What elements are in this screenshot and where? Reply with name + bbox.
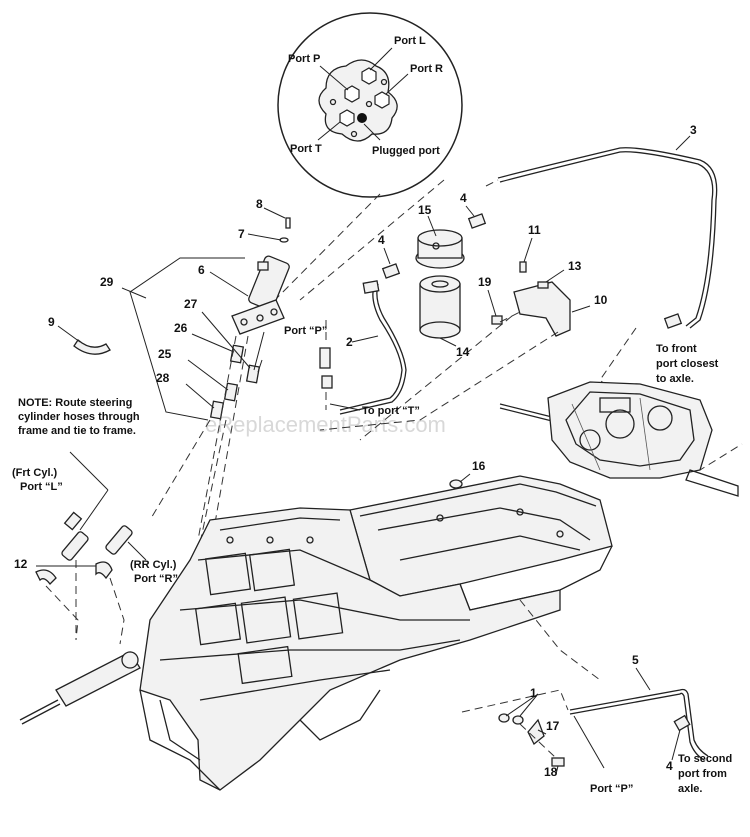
part-12-label: 12 bbox=[14, 557, 28, 571]
part-6-label: 6 bbox=[198, 263, 205, 277]
hose-fitting-right-icon bbox=[105, 525, 133, 555]
part-4-lower-label: 4 bbox=[666, 759, 673, 773]
part-14-label: 14 bbox=[456, 345, 470, 359]
part-2-label: 2 bbox=[346, 335, 353, 349]
part-17-label: 17 bbox=[546, 719, 560, 733]
rr-cyl-line-1: (RR Cyl.) bbox=[130, 559, 177, 571]
frt-cyl-line-1: (Frt Cyl.) bbox=[12, 467, 58, 479]
transaxle-icon bbox=[499, 381, 739, 497]
to-second-line-2: port from bbox=[678, 768, 727, 780]
note-line-2: cylinder hoses through bbox=[18, 411, 140, 423]
to-front-line-1: To front bbox=[656, 343, 697, 355]
part-11-label: 11 bbox=[528, 223, 541, 237]
port-l-label: Port L bbox=[394, 35, 426, 47]
steering-cylinder-icon bbox=[19, 651, 141, 725]
steering-valve-icon bbox=[231, 255, 290, 335]
to-front-line-3: to axle. bbox=[656, 373, 694, 385]
filter-head-icon bbox=[415, 229, 465, 269]
part-28-label: 28 bbox=[156, 371, 170, 385]
clamp-icon bbox=[73, 339, 111, 355]
frame-icon bbox=[139, 475, 613, 791]
part-25-label: 25 bbox=[158, 347, 172, 361]
oil-filter-icon bbox=[419, 275, 461, 339]
part-3-label: 3 bbox=[690, 123, 697, 137]
to-second-line-1: To second bbox=[678, 753, 732, 765]
hose-fitting-left-icon bbox=[61, 511, 89, 561]
note-line-3: frame and tie to frame. bbox=[18, 425, 136, 437]
port-detail: Port P Port L Port R Port T Plugged port bbox=[277, 12, 463, 198]
valve-face-icon bbox=[318, 59, 398, 142]
note-line-1: NOTE: Route steering bbox=[18, 397, 132, 409]
part-16-label: 16 bbox=[472, 459, 486, 473]
to-front-line-2: port closest bbox=[656, 358, 719, 370]
elbow-fitting-icon bbox=[35, 569, 57, 585]
part-9-label: 9 bbox=[48, 315, 55, 329]
port-p-upper-callout: Port “P” bbox=[284, 325, 327, 337]
nut-icon bbox=[449, 479, 463, 489]
port-p-lower-callout: Port “P” bbox=[590, 783, 633, 795]
plugged-port-label: Plugged port bbox=[372, 145, 440, 157]
bracket-icon bbox=[513, 281, 571, 337]
clip-icon bbox=[527, 718, 545, 746]
port-p-label: Port P bbox=[288, 53, 320, 65]
port-r-label: Port R bbox=[410, 63, 443, 75]
frt-cyl-line-2: Port “L” bbox=[20, 481, 63, 493]
part-4-middle-label: 4 bbox=[378, 233, 385, 247]
plugged-port-icon bbox=[357, 113, 367, 123]
part-5-label: 5 bbox=[632, 653, 639, 667]
part-18-label: 18 bbox=[544, 765, 558, 779]
part-1-label: 1 bbox=[530, 686, 537, 700]
part-15-label: 15 bbox=[418, 203, 432, 217]
part-26-label: 26 bbox=[174, 321, 188, 335]
part-13-label: 13 bbox=[568, 259, 582, 273]
watermark: eReplacementParts.com bbox=[205, 412, 446, 437]
part-4-upper-label: 4 bbox=[460, 191, 467, 205]
part-19-label: 19 bbox=[478, 275, 492, 289]
part-27-label: 27 bbox=[184, 297, 198, 311]
to-port-t-callout: To port “T” bbox=[362, 405, 420, 417]
part-7-label: 7 bbox=[238, 227, 245, 241]
part-29-label: 29 bbox=[100, 275, 114, 289]
port-t-label: Port T bbox=[290, 143, 322, 155]
to-second-line-3: axle. bbox=[678, 783, 702, 795]
part-10-label: 10 bbox=[594, 293, 608, 307]
part-8-label: 8 bbox=[256, 197, 263, 211]
rr-cyl-line-2: Port “R” bbox=[134, 573, 178, 585]
